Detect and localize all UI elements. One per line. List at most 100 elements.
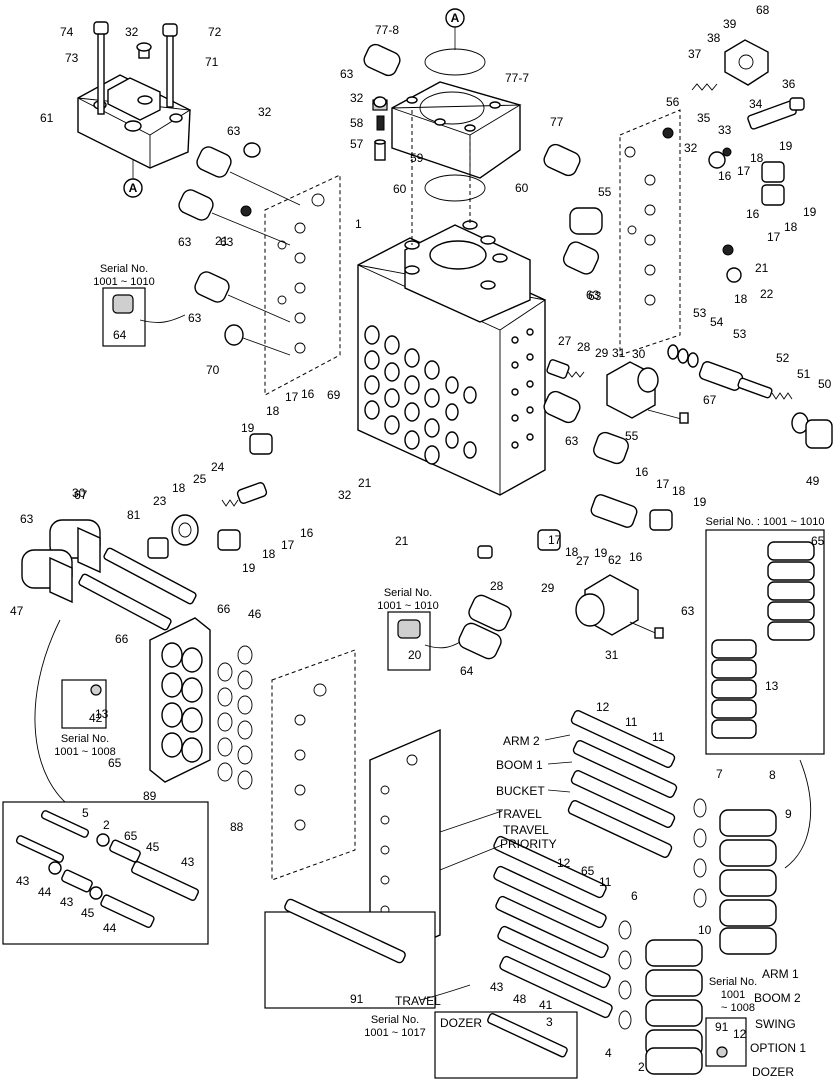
plug-32-center — [373, 96, 387, 108]
callout-number: 29 — [541, 581, 555, 595]
label-arm2: ARM 2 — [503, 734, 540, 748]
plug-70 — [224, 324, 291, 356]
callout-number: 34 — [749, 97, 763, 111]
callout-number: 43 — [490, 980, 504, 994]
callout-number: 5 — [82, 806, 89, 820]
callout-number: 12 — [557, 856, 571, 870]
callout-number: 21 — [215, 234, 229, 248]
callout-number: 32 — [684, 141, 698, 155]
callout-number: 37 — [688, 47, 702, 61]
orings-12-lower — [618, 798, 707, 1030]
callout-number: 33 — [718, 123, 732, 137]
plug-32-left — [243, 142, 261, 158]
relief-valve-63-c — [194, 271, 291, 323]
callout-number: 25 — [193, 472, 207, 486]
callout-number: 18 — [750, 151, 764, 165]
cover-46 — [21, 549, 73, 604]
relief-valve-63-topright — [543, 143, 581, 177]
callout-number: 63 — [188, 311, 202, 325]
callout-number: 18 — [784, 220, 798, 234]
callout-number: 64 — [460, 664, 474, 678]
callout-number: 55 — [625, 429, 639, 443]
spool-left-b — [78, 573, 172, 631]
callout-number: 55 — [598, 185, 612, 199]
callout-number: 31 — [612, 346, 626, 360]
main-valve-body-1 — [357, 110, 547, 496]
callout-number: 58 — [350, 116, 364, 130]
callout-number: 43 — [16, 874, 30, 888]
gasket-right — [619, 109, 681, 356]
callout-number: 64 — [113, 328, 127, 342]
label-boom1: BOOM 1 — [496, 758, 543, 772]
spool-left-a — [103, 547, 197, 605]
callout-number: 35 — [697, 111, 711, 125]
callout-number: 27 — [576, 554, 590, 568]
callout-number: 17 — [285, 390, 299, 404]
relief-55-top — [569, 207, 603, 235]
callout-number: 66 — [217, 602, 231, 616]
callout-number: 74 — [60, 25, 74, 39]
note-serial-left: Serial No. — [100, 263, 148, 275]
callout-number: 17 — [281, 538, 295, 552]
arc-right — [784, 759, 812, 869]
plug-81 — [147, 537, 169, 559]
label-dozer: DOZER — [752, 1065, 794, 1079]
callout-number: 53 — [693, 306, 707, 320]
relief-63-lower-a — [468, 594, 512, 632]
callout-number: 41 — [539, 998, 553, 1012]
callout-number: 50 — [818, 377, 832, 391]
callout-number: 65 — [811, 534, 825, 548]
callout-number: 60 — [393, 182, 407, 196]
callout-number: 19 — [594, 546, 608, 560]
body-top-orings-60 — [404, 220, 508, 290]
inset-dozer — [434, 1011, 578, 1079]
caps-11-upper — [719, 809, 777, 955]
callout-number: 2 — [638, 1060, 645, 1074]
callout-number: 47 — [10, 604, 24, 618]
callout-number: 56 — [666, 95, 680, 109]
callout-number: 77-7 — [505, 71, 529, 85]
block-13 — [149, 617, 211, 783]
relief-63-lower-b — [458, 622, 502, 660]
body-side-bolts — [511, 328, 534, 449]
check-valve-24-25 — [221, 482, 268, 507]
reference-label: A — [129, 181, 138, 195]
plug-23 — [171, 514, 199, 546]
label-arm1: ARM 1 — [762, 967, 799, 981]
callout-number: 48 — [513, 992, 527, 1006]
relief-55-lower — [593, 431, 629, 465]
label-travel-priority-1: TRAVEL — [503, 823, 549, 837]
relief-63-right-mid — [562, 241, 600, 275]
block-30-lower — [575, 574, 639, 636]
section-labels: ARM 2 BOOM 1 BUCKET TRAVEL TRAVEL PRIORI… — [395, 734, 806, 1079]
section-leaders — [439, 734, 573, 871]
callout-number: 59 — [410, 151, 424, 165]
spool-33 — [747, 97, 805, 130]
orings-42-12 — [217, 645, 253, 790]
valve-cover-77 — [391, 81, 522, 179]
callout-number: 71 — [205, 55, 219, 69]
gasket-lower-left — [271, 649, 356, 881]
callout-number: 17 — [767, 230, 781, 244]
label-option1: OPTION 1 — [750, 1041, 806, 1055]
plug-49-50 — [791, 412, 833, 449]
callout-number: 45 — [146, 840, 160, 854]
callout-number: 18 — [172, 481, 186, 495]
label-travel-priority-2: PRIORITY — [500, 837, 557, 851]
relief-63-mid — [543, 390, 581, 424]
callout-number: 10 — [698, 923, 712, 937]
callout-number: 16 — [635, 465, 649, 479]
note-serial-1008-left: Serial No. — [61, 733, 109, 745]
plug-56 — [662, 127, 674, 139]
spring-37 — [691, 83, 718, 91]
note-serial-1008-left-range: 1001 ~ 1008 — [54, 746, 115, 758]
callout-number: 61 — [40, 111, 54, 125]
relief-valve-63-top — [363, 43, 401, 77]
callout-number: 18 — [266, 404, 280, 418]
callout-number: 17 — [548, 533, 562, 547]
cover-39 — [724, 39, 769, 86]
callout-number: 67 — [703, 393, 717, 407]
callout-number: 32 — [125, 25, 139, 39]
callout-number: 18 — [565, 545, 579, 559]
label-dozer-inset: DOZER — [440, 1016, 482, 1030]
